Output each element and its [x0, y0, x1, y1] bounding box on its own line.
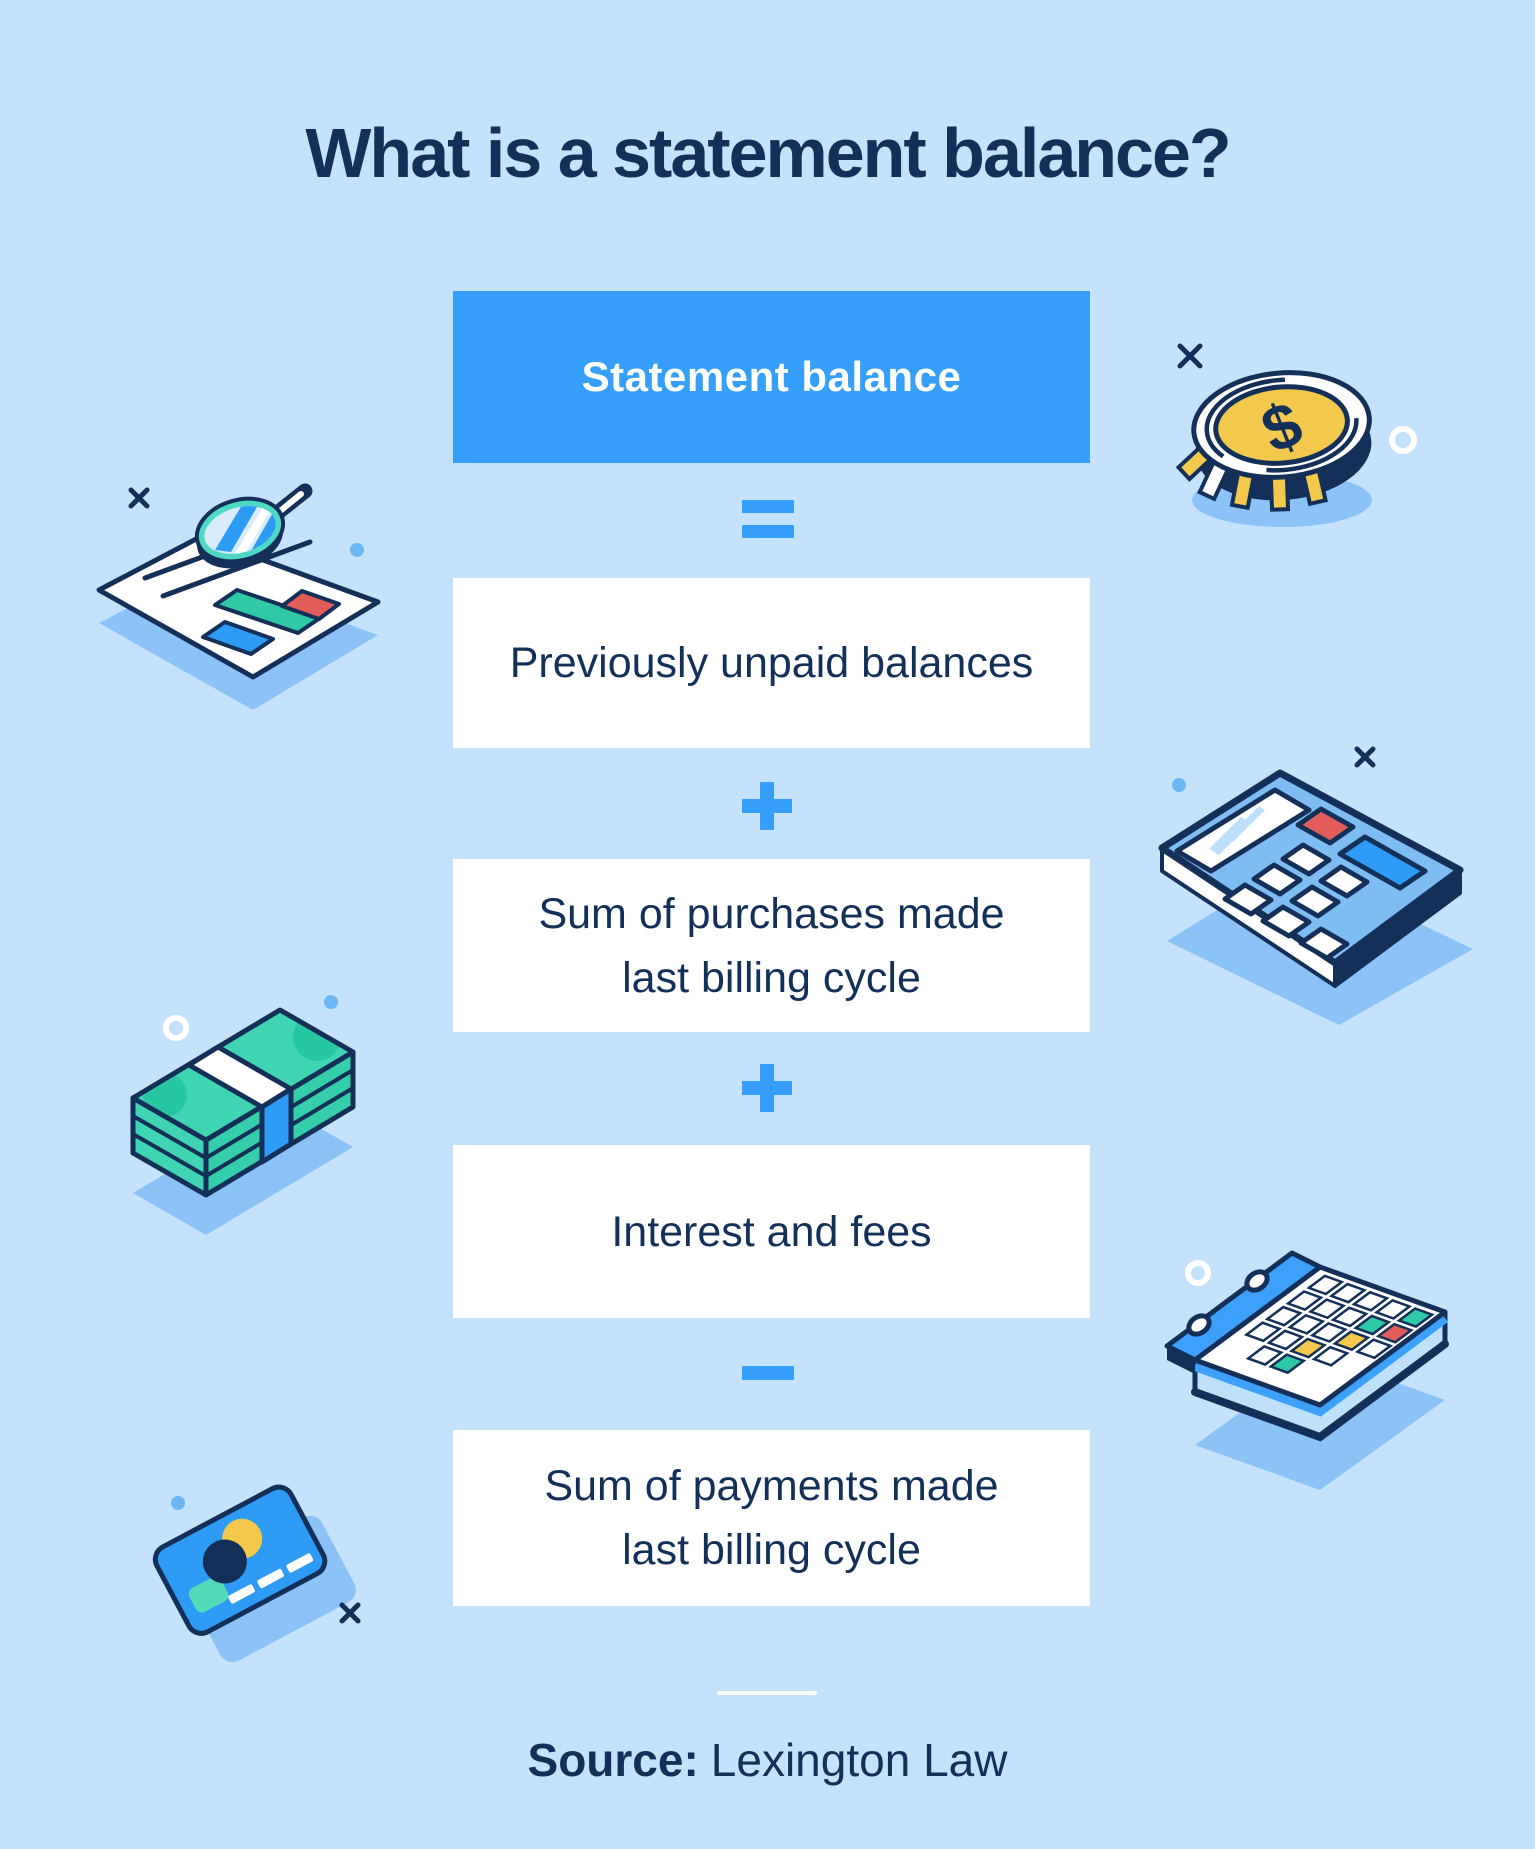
key-red: [1295, 806, 1356, 846]
term-text: Previously unpaid balances: [509, 639, 1034, 687]
calculator-keys: [1222, 806, 1428, 961]
equals-bar-bottom: [742, 525, 794, 538]
calculator-icon: [1158, 746, 1473, 1025]
calendar-ring: [1244, 1269, 1270, 1293]
cross-mark-icon: [339, 1602, 361, 1624]
card-dash: [286, 1553, 314, 1573]
cross-mark-icon: [128, 487, 150, 509]
term-sum-of-purchases: Sum of purchases made last billing cycle: [453, 859, 1090, 1032]
term-interest-and-fees: Interest and fees: [453, 1145, 1090, 1318]
calendar-cover-edge: [1193, 1313, 1448, 1417]
card-chip: [188, 1576, 229, 1613]
term-sum-of-payments: Sum of payments made last billing cycle: [453, 1430, 1090, 1606]
plus-operator: +: [742, 782, 794, 830]
key: [1251, 862, 1303, 897]
calendar-icon: [1164, 1250, 1449, 1490]
minus-operator: −: [742, 1366, 794, 1380]
equals-operator: =: [742, 500, 794, 538]
dot-decoration: [324, 995, 338, 1009]
ring-decoration: [163, 1015, 189, 1041]
coin-ring-detail: [1204, 377, 1359, 473]
coin-face: [1213, 384, 1350, 466]
dot-decoration: [171, 1496, 185, 1510]
statement-balance-label: Statement balance: [581, 353, 962, 400]
statement-balance-header: Statement balance: [453, 291, 1090, 463]
key: [1318, 864, 1370, 899]
cross-mark-icon: [1354, 746, 1376, 768]
ring-decoration: [1389, 426, 1417, 454]
term-text: last billing cycle: [622, 953, 921, 1002]
key: [1222, 882, 1274, 917]
key: [1298, 926, 1350, 961]
card-dash: [228, 1584, 255, 1604]
source-prefix: Source:: [527, 1734, 699, 1786]
report-bar-blue: [201, 620, 275, 656]
term-previously-unpaid: Previously unpaid balances: [453, 578, 1090, 748]
term-text: last billing cycle: [622, 1526, 921, 1574]
term-text: Interest and fees: [611, 1207, 932, 1256]
cross-mark-icon: [1177, 343, 1203, 369]
magnifying-glass: [194, 483, 313, 569]
dot-decoration: [1172, 778, 1186, 792]
source-divider: [717, 1691, 817, 1695]
key: [1280, 842, 1332, 877]
credit-card-icon: [152, 1484, 361, 1663]
equals-bar-top: [742, 500, 794, 513]
calendar-cells: [1243, 1274, 1435, 1375]
report-bar-red: [280, 589, 341, 621]
key: [1289, 884, 1341, 919]
source-line: Source:Lexington Law: [0, 1733, 1535, 1787]
coin-edge-stripes: [1175, 441, 1328, 512]
key: [1260, 904, 1312, 939]
key-blue: [1337, 834, 1428, 891]
page-title: What is a statement balance?: [305, 114, 1231, 192]
magnifier-report-icon: [96, 483, 381, 710]
coin: $: [1175, 370, 1372, 512]
plus-operator: +: [742, 1064, 794, 1112]
minus-bar: [742, 1366, 794, 1380]
term-text: Sum of purchases made: [538, 889, 1005, 938]
term-text: Sum of payments made: [544, 1462, 999, 1510]
card-circle-navy: [202, 1539, 247, 1584]
money-stack-icon: [130, 995, 356, 1235]
coin-icon: $: [1175, 343, 1417, 527]
source-name: Lexington Law: [710, 1734, 1008, 1786]
dot-decoration: [350, 543, 364, 557]
ring-decoration: [1185, 1260, 1211, 1286]
money-band-front: [259, 1086, 294, 1165]
calendar-ring: [1186, 1313, 1212, 1337]
card-dash: [257, 1568, 285, 1589]
